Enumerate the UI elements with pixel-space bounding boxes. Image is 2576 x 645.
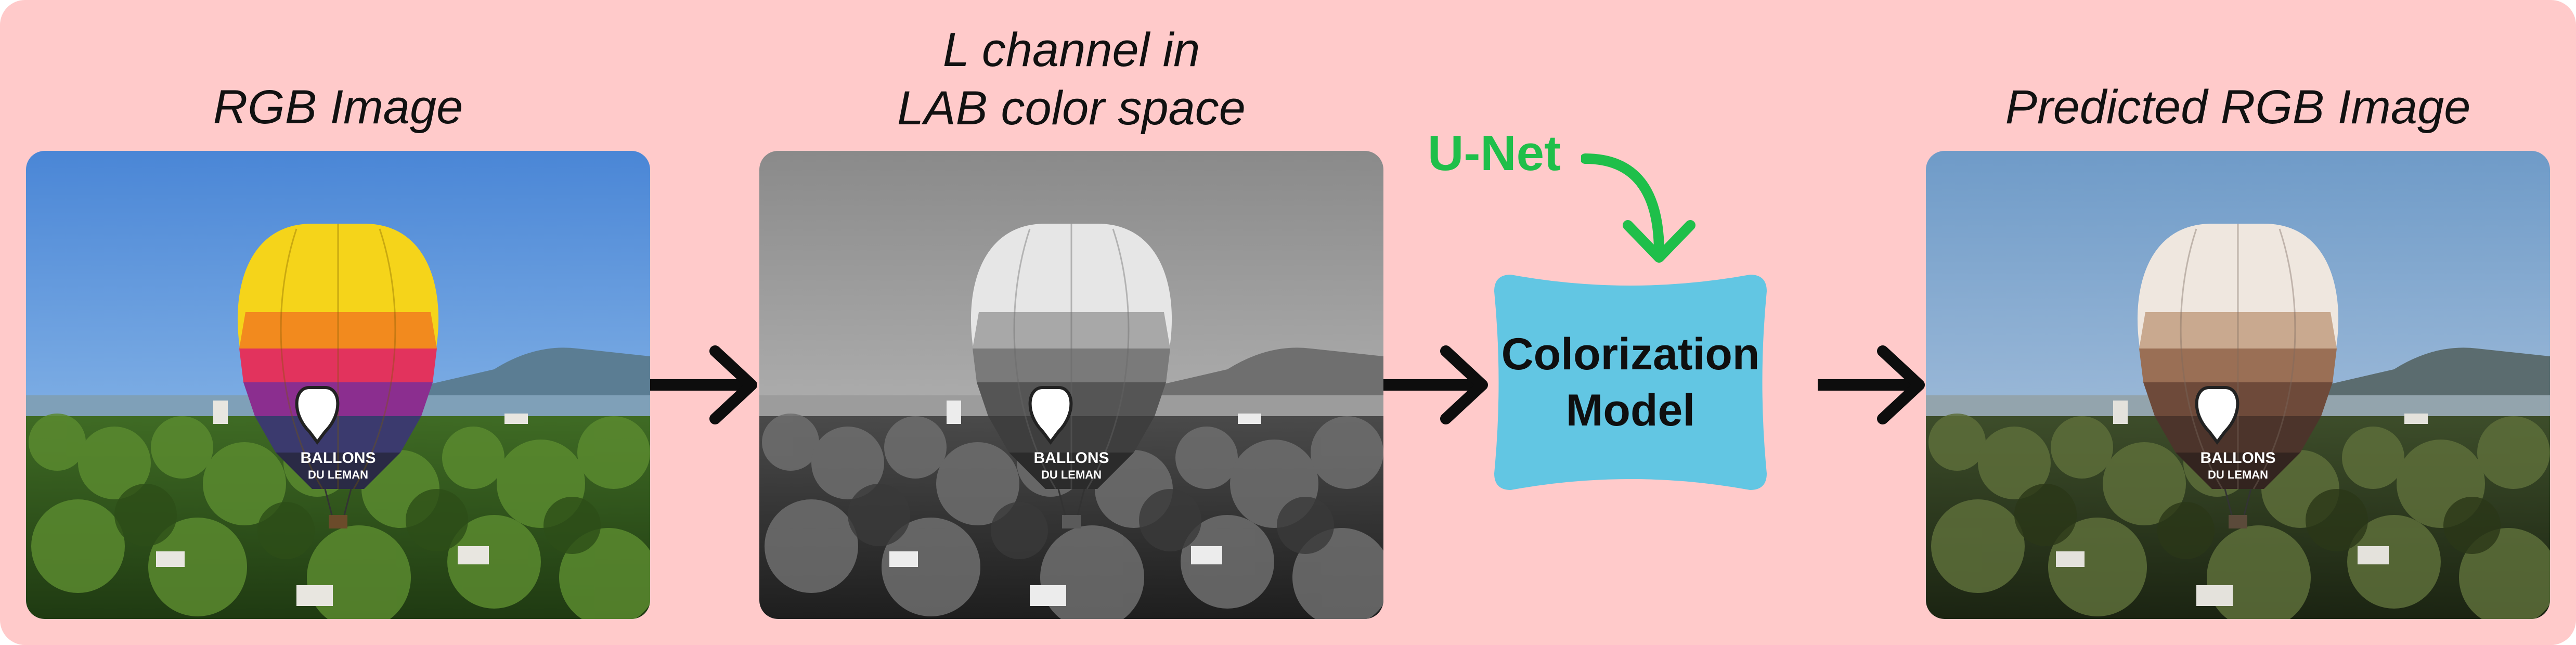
rgb-image-photo: BALLONS DU LEMAN	[26, 151, 650, 619]
caption-l-channel-line2: LAB color space	[897, 82, 1246, 135]
model-label-line2: Model	[1565, 385, 1695, 435]
caption-predicted: Predicted RGB Image	[2005, 81, 2471, 134]
arrow-model-to-predicted	[1818, 345, 1925, 424]
caption-rgb-image: RGB Image	[213, 81, 463, 134]
caption-l-channel: L channel in LAB color space	[759, 21, 1383, 137]
colorization-model-box: Colorization Model	[1490, 270, 1771, 494]
balloon-text-rgb: BALLONS	[301, 449, 376, 467]
balloon-text-pred-2: DU LEMAN	[2208, 468, 2268, 481]
balloon-text-l-2: DU LEMAN	[1041, 468, 1102, 481]
l-channel-photo: BALLONS DU LEMAN	[759, 151, 1383, 619]
model-label: Colorization Model	[1490, 270, 1771, 494]
model-label-line1: Colorization	[1501, 329, 1760, 379]
arrow-l-to-model	[1383, 345, 1488, 424]
arrow-rgb-to-l	[650, 345, 757, 424]
balloon-text-rgb-2: DU LEMAN	[308, 468, 368, 481]
balloon-text-l: BALLONS	[1034, 449, 1109, 467]
unet-curved-arrow	[1581, 153, 1695, 263]
predicted-rgb-photo: BALLONS DU LEMAN	[1926, 151, 2550, 619]
caption-l-channel-line1: L channel in	[942, 23, 1200, 76]
balloon-text-pred: BALLONS	[2200, 449, 2276, 467]
unet-label: U-Net	[1428, 125, 1561, 181]
model-box-shape	[1494, 275, 1767, 490]
